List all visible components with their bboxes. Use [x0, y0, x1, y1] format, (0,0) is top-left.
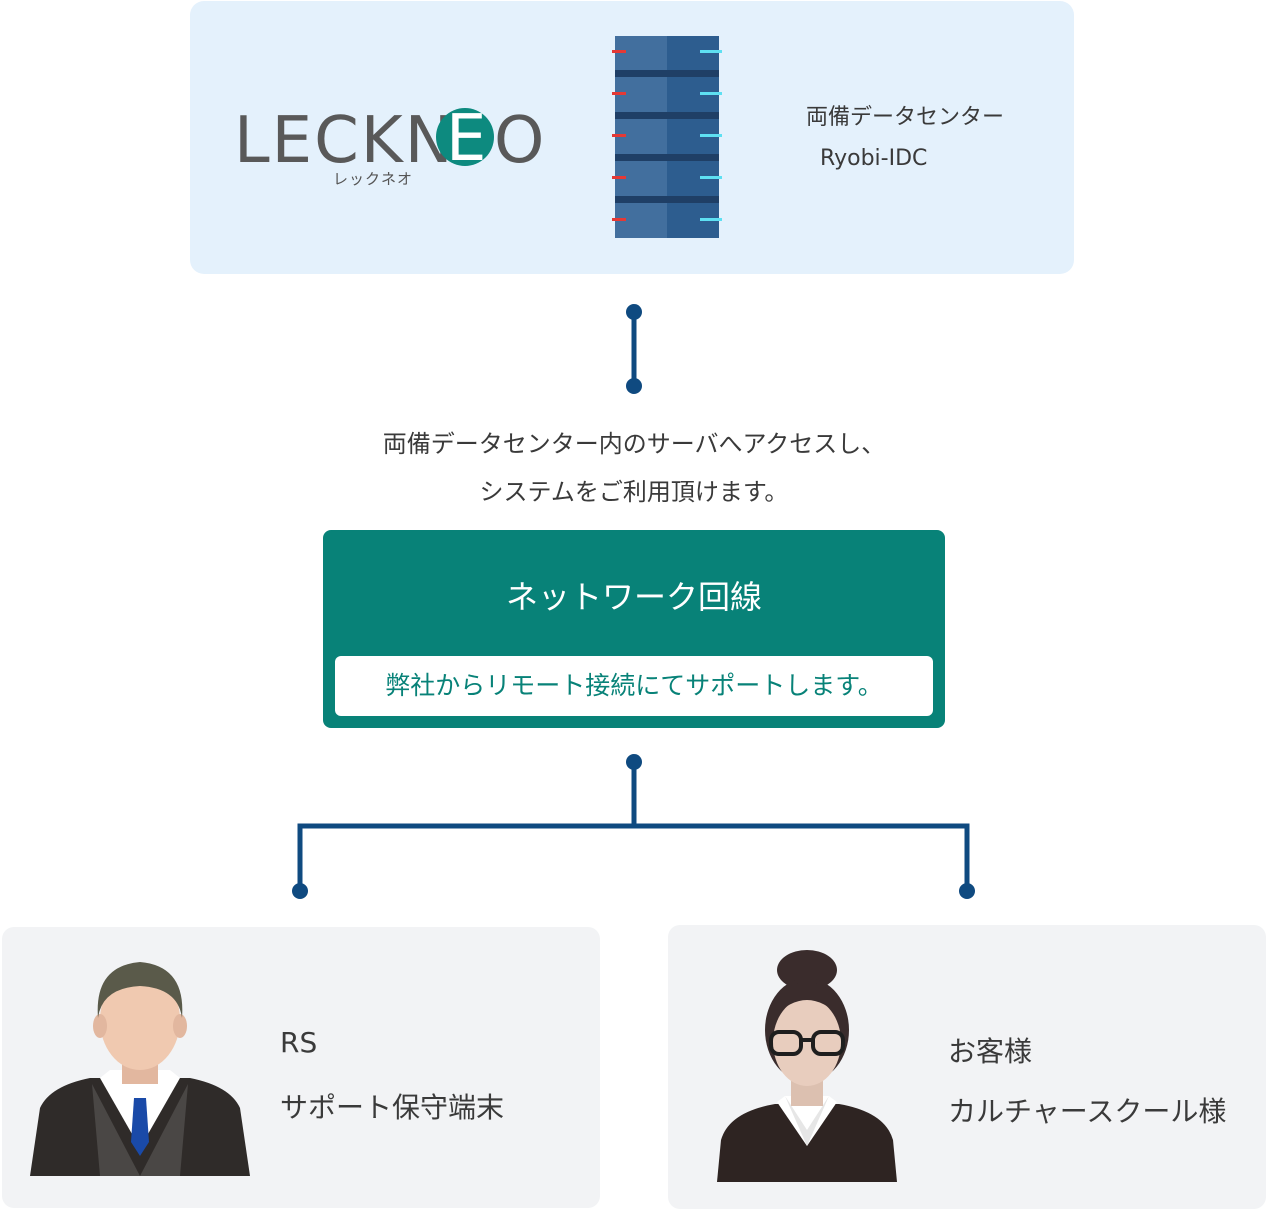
network-title: ネットワーク回線 — [505, 578, 762, 616]
logo-circle — [436, 108, 494, 166]
datacenter-name-en: Ryobi-IDC — [820, 146, 928, 171]
logo-subtitle: レックネオ — [332, 170, 413, 188]
leckneo-logo: LECKN E O — [234, 102, 544, 178]
man-avatar-icon — [30, 962, 250, 1176]
connector-tree — [292, 754, 975, 899]
network-subtitle-box — [335, 656, 933, 716]
server-rack-icon — [612, 36, 722, 238]
woman-avatar-icon — [717, 950, 897, 1182]
network-subtitle: 弊社からリモート接続にてサポートします。 — [385, 671, 883, 700]
datacenter-name-jp: 両備データセンター — [806, 105, 1005, 130]
rs-subtitle: サポート保守端末 — [280, 1091, 505, 1124]
customer-title: お客様 — [948, 1035, 1033, 1068]
logo-letters: LECKN — [234, 104, 455, 178]
logo-letter-e: E — [446, 102, 486, 176]
customer-subtitle: カルチャースクール様 — [948, 1095, 1227, 1128]
logo-letter-o: O — [494, 104, 544, 178]
connector-top — [626, 304, 642, 394]
access-line-1: 両備データセンター内のサーバへアクセスし、 — [382, 430, 886, 458]
access-description: 両備データセンター内のサーバへアクセスし、 システムをご利用頂けます。 — [300, 420, 968, 516]
access-line-2: システムをご利用頂けます。 — [479, 478, 789, 506]
rs-title: RS — [280, 1026, 318, 1059]
